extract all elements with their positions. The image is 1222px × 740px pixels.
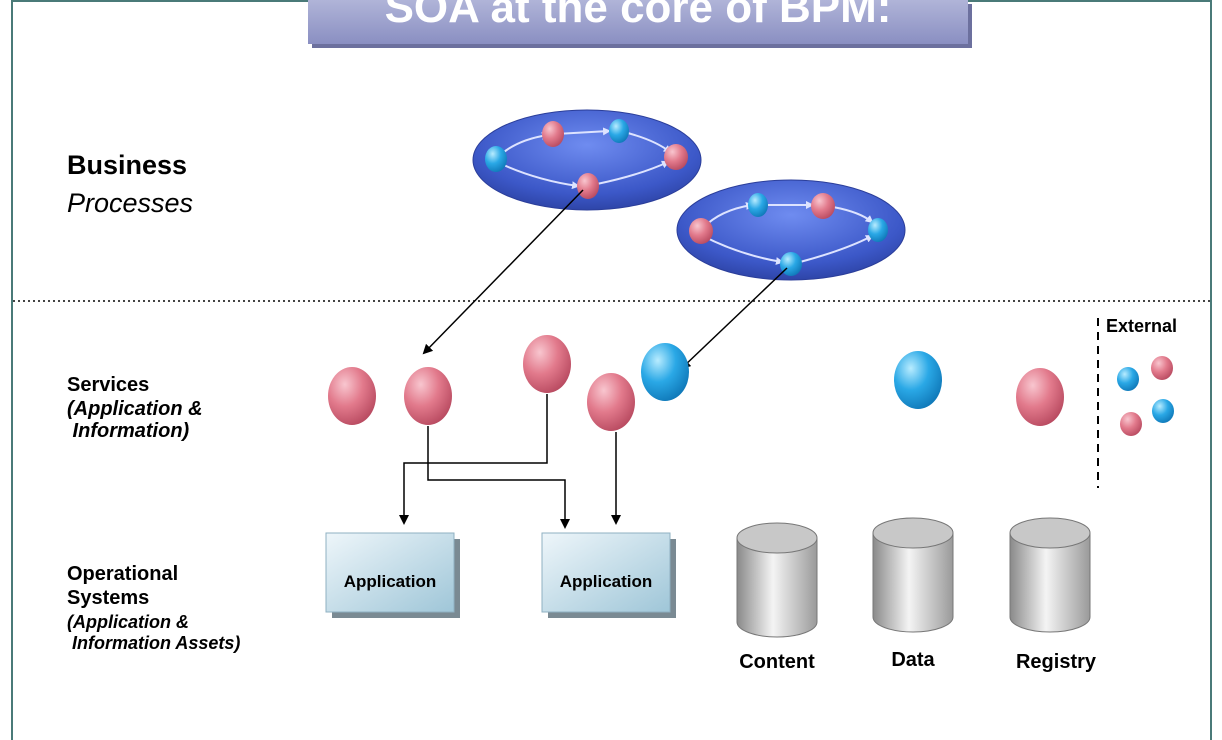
process-to-service-arrow-1 (422, 189, 584, 355)
service-node (894, 351, 942, 409)
service-node (587, 373, 635, 431)
service-node (523, 335, 571, 393)
external-services (1117, 356, 1174, 436)
application-box-2 (541, 532, 676, 618)
content-store (736, 522, 818, 638)
application-label-2: Application (559, 572, 653, 591)
service-node (404, 367, 452, 425)
application-label-1: Application (343, 572, 437, 591)
service-node (641, 343, 689, 401)
service-to-app-connector-2 (427, 426, 570, 529)
content-label: Content (739, 651, 815, 673)
services-label: Services (67, 374, 150, 396)
title-banner: SOA at the core of BPM: (308, 0, 968, 44)
operational-label-2: Systems (67, 587, 150, 609)
operational-label-1: Operational (67, 563, 179, 585)
process-oval-1 (472, 109, 702, 211)
service-nodes (328, 335, 1064, 431)
process-oval-2 (676, 179, 906, 281)
slide-title: SOA at the core of BPM: (384, 0, 892, 32)
data-label: Data (891, 649, 935, 671)
service-node (328, 367, 376, 425)
operational-sublabel-2: Information Assets) (67, 633, 241, 653)
data-store (872, 517, 954, 633)
service-to-app-connector-1 (399, 394, 548, 525)
processes-label: Processes (67, 188, 194, 218)
operational-sublabel-1: (Application & (67, 612, 189, 632)
registry-store (1009, 517, 1091, 633)
process-to-service-arrow-2 (680, 267, 788, 370)
services-sublabel-2: Information) (67, 420, 190, 442)
service-node (1016, 368, 1064, 426)
external-label: External (1106, 316, 1178, 336)
services-sublabel-1: (Application & (67, 398, 203, 420)
business-label: Business (67, 150, 188, 180)
registry-label: Registry (1015, 651, 1097, 673)
application-box-1 (325, 532, 460, 618)
